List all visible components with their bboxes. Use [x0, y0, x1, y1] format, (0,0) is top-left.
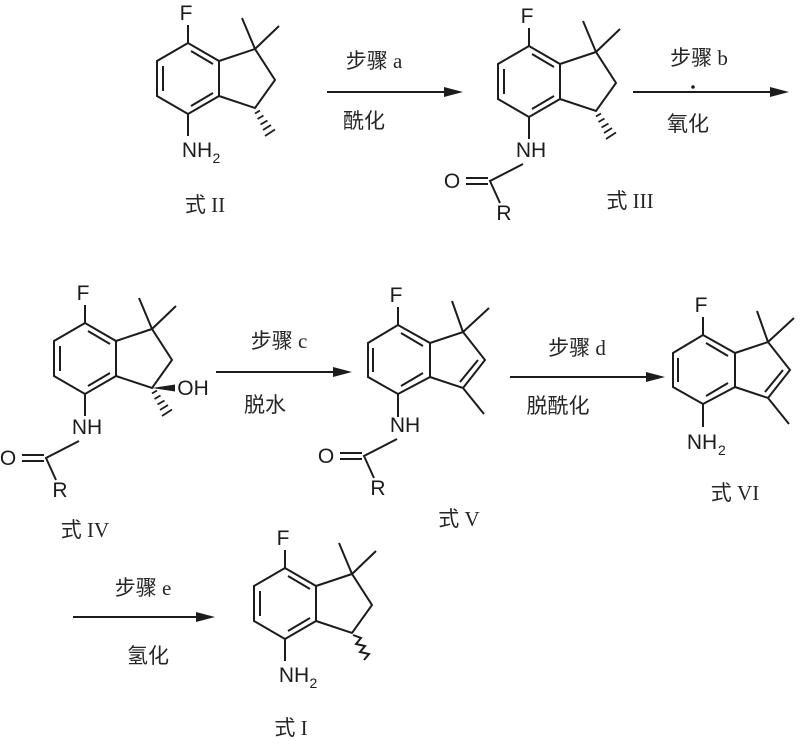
- structure-formula-iv: OH 式 IV: [0, 281, 209, 542]
- arrow-head: [770, 87, 789, 97]
- indane-core: [497, 4, 621, 140]
- acyl-amide-group: [316, 413, 422, 501]
- indene-core: [672, 293, 795, 428]
- formula-vi-label: 式 VI: [711, 481, 759, 505]
- step-c-name: 步骤 c: [251, 329, 308, 353]
- arrow-step-a: 步骤 a 酰化: [327, 49, 463, 133]
- acyl-amide-group: [0, 415, 104, 503]
- step-e-name: 步骤 e: [115, 576, 172, 600]
- formula-ii-label: 式 II: [185, 193, 225, 217]
- hashed-wedge-methyl: [151, 389, 173, 417]
- step-b-reaction: 氧化: [667, 112, 709, 136]
- structure-formula-vi: NH 2 式 VI: [672, 293, 795, 505]
- arrow-head: [196, 612, 215, 622]
- atom-label-amine-subscript: 2: [718, 442, 726, 458]
- arrow-head: [333, 367, 352, 377]
- step-e-reaction: 氢化: [127, 644, 169, 668]
- formula-iv-label: 式 IV: [61, 518, 109, 542]
- step-b-name: 步骤 b: [670, 46, 728, 70]
- formula-v-label: 式 V: [438, 507, 479, 531]
- hashed-wedge-methyl: [254, 109, 276, 137]
- structure-formula-v: 式 V: [316, 283, 490, 531]
- acyl-amide-group: [442, 138, 548, 226]
- indane-core: [53, 281, 177, 417]
- structure-formula-iii: 式 III: [442, 4, 654, 226]
- formula-iii-label: 式 III: [606, 189, 653, 213]
- arrow-head: [444, 87, 463, 97]
- arrow-head: [646, 372, 665, 382]
- atom-label-hydroxyl: OH: [177, 377, 209, 400]
- step-d-name: 步骤 d: [548, 336, 606, 360]
- formula-i-label: 式 I: [274, 716, 307, 740]
- arrow-step-d: 步骤 d 脱酰化: [510, 336, 665, 418]
- structure-formula-i: 式 I: [253, 526, 377, 740]
- bold-wedge-bond: [152, 384, 175, 392]
- arrow-step-b: 步骤 b 氧化: [633, 46, 789, 136]
- arrow-step-c: 步骤 c 脱水: [216, 329, 352, 417]
- squiggle-bond-methyl: [352, 634, 371, 661]
- step-a-reaction: 酰化: [343, 109, 385, 133]
- structure-formula-ii: 式 II: [156, 1, 280, 217]
- amine-label: [278, 664, 318, 691]
- step-c-reaction: 脱水: [244, 393, 286, 417]
- indane-core: [156, 1, 280, 137]
- indene-core: [367, 283, 490, 418]
- acyl-position: [316, 413, 422, 501]
- atom-label-amine: NH: [687, 431, 717, 454]
- arrow-step-e: 步骤 e 氢化: [73, 576, 215, 668]
- amine-label: [181, 139, 221, 166]
- arrow-dot: [691, 85, 695, 89]
- step-d-reaction: 脱酰化: [527, 394, 590, 418]
- step-a-name: 步骤 a: [346, 49, 403, 73]
- hashed-wedge-methyl: [595, 112, 617, 140]
